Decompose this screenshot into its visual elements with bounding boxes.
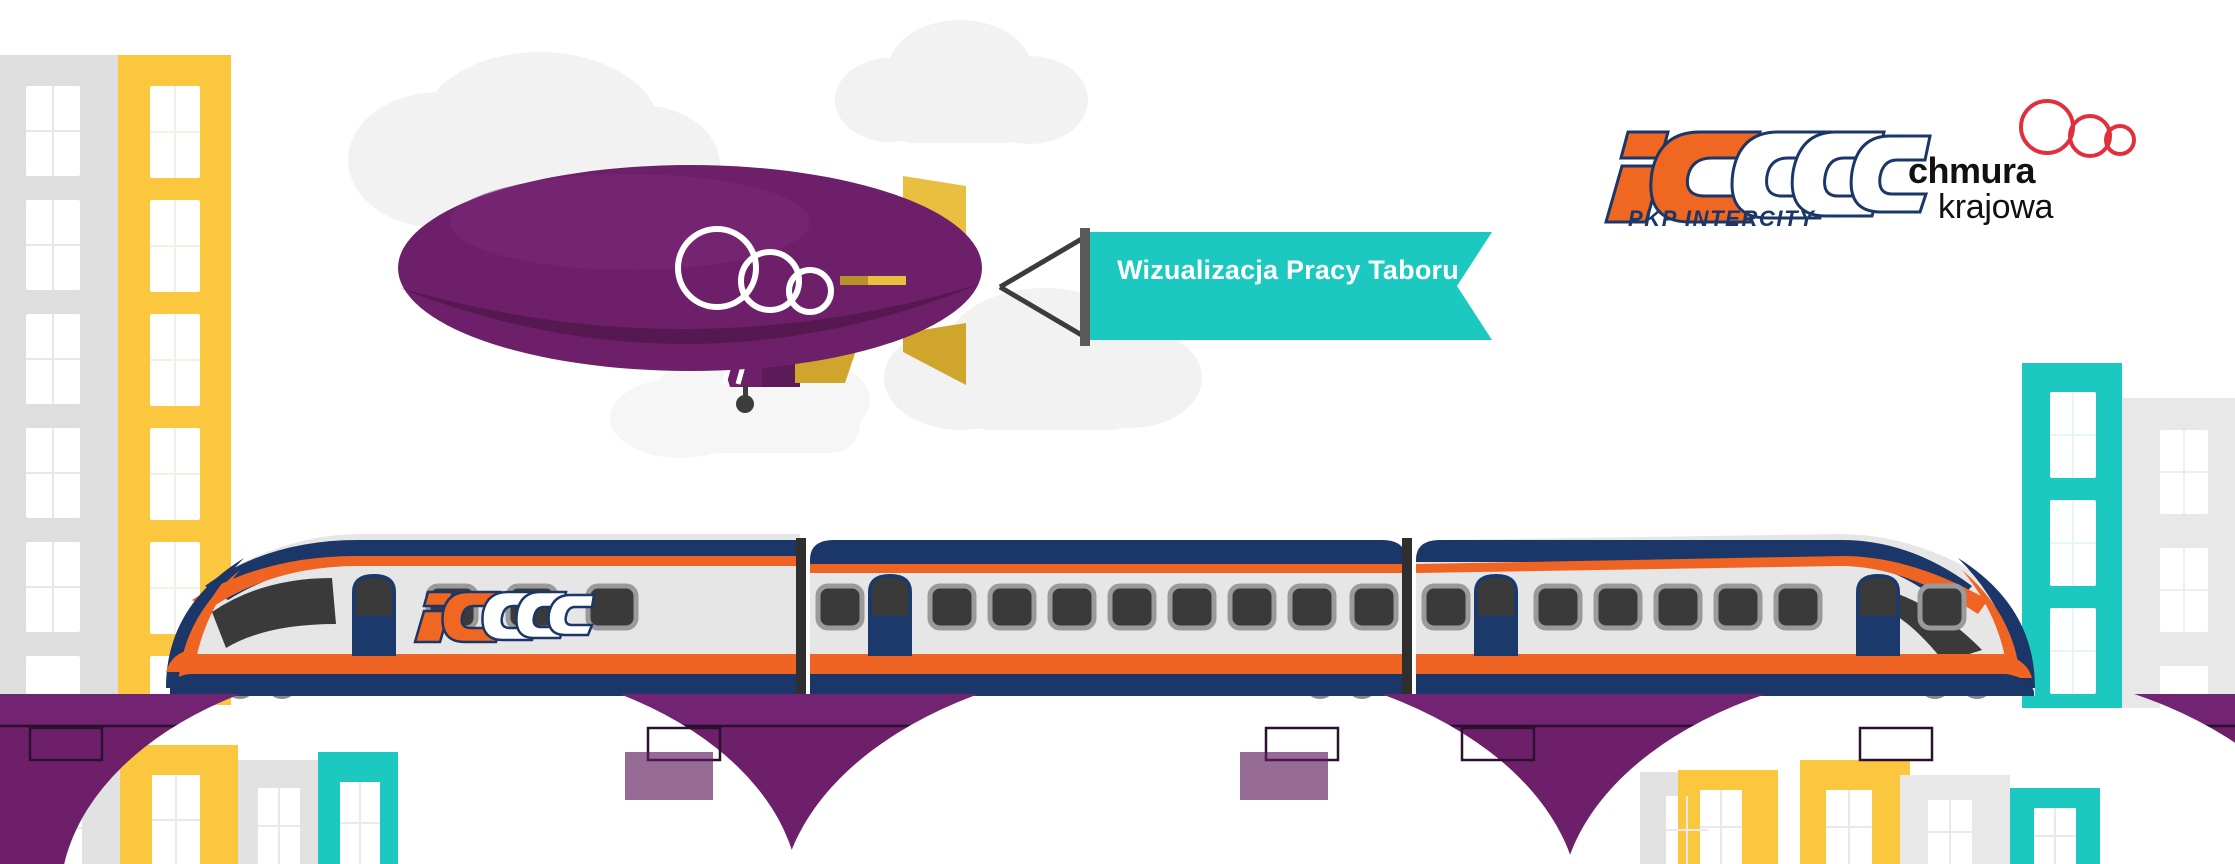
chmura-krajowa-line2: krajowa [1938, 188, 2054, 226]
banner-flag [1090, 232, 1492, 340]
building-gray-left [0, 55, 118, 706]
three-rings-emblem [675, 226, 834, 315]
cloud-small-top-right [835, 20, 1088, 144]
train-ic-logo [413, 590, 596, 644]
bridge-deck-shadows [625, 752, 1328, 800]
building-teal-right [2022, 363, 2122, 708]
pkp-intercity-wordmark: PKP INTERCITY [1628, 206, 1816, 231]
pkp-intercity-logo-mark [1604, 130, 1932, 224]
car2-windows [815, 583, 1399, 631]
train-car-middle [810, 538, 1412, 699]
banner-cables [998, 234, 1087, 340]
car3-windows [1421, 583, 1967, 631]
airship-stripe [840, 276, 906, 285]
banner-pole [1080, 228, 1090, 346]
train-car-tail [1416, 534, 2035, 699]
chmura-krajowa-line1: chmura [1908, 150, 2036, 191]
bridge-structure [0, 694, 2235, 864]
chmura-krajowa-rings [2019, 99, 2136, 158]
airship-envelope [398, 165, 982, 371]
